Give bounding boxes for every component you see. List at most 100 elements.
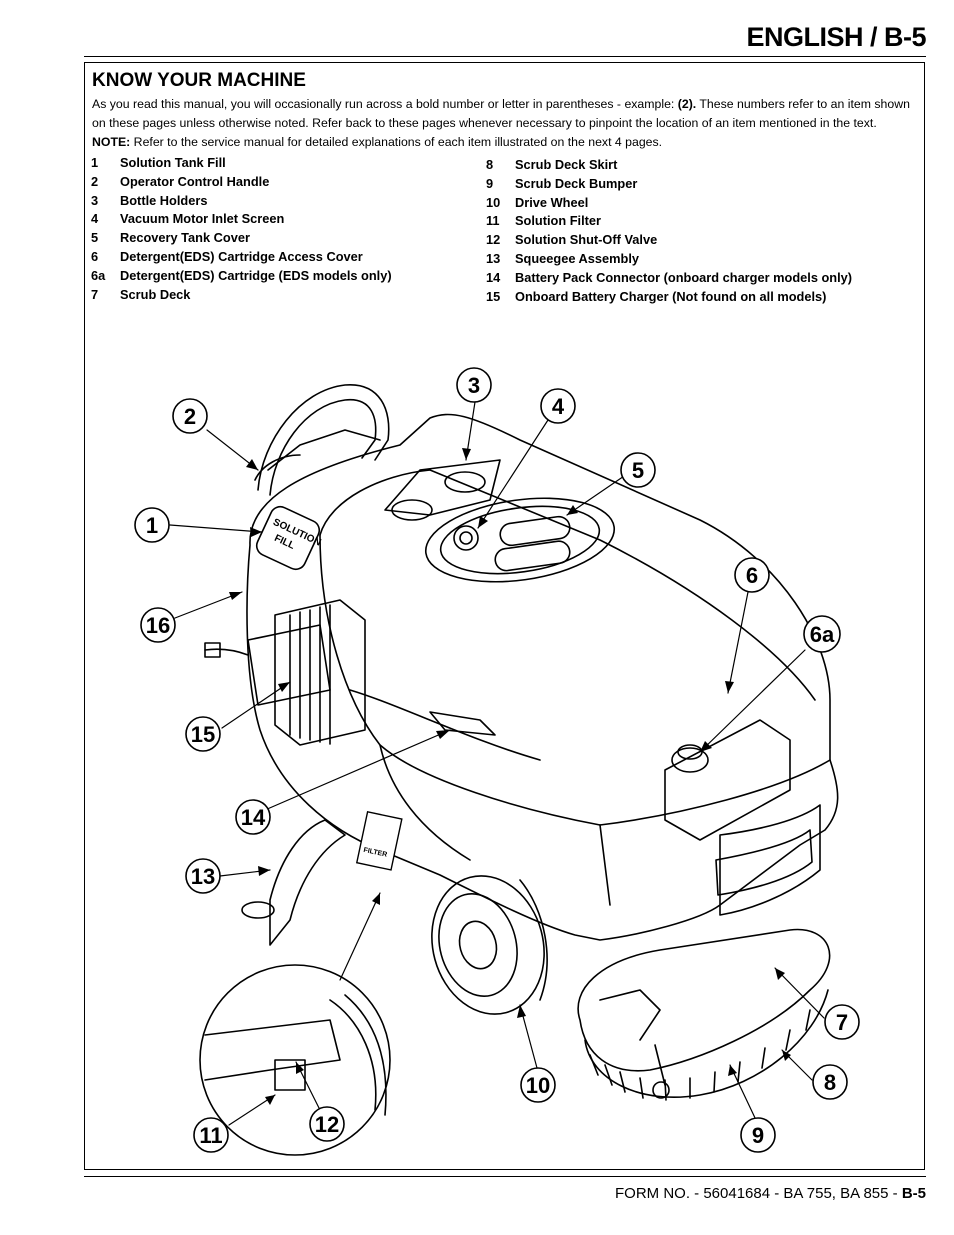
callout-arrowheads (229, 448, 791, 1105)
callout-5: 5 (620, 452, 656, 488)
item-number: 10 (486, 194, 501, 210)
list-item: 5 Recovery Tank Cover (91, 229, 392, 248)
item-label: Detergent(EDS) Cartridge (EDS models onl… (120, 267, 392, 283)
svg-text:4: 4 (552, 394, 565, 419)
item-label: Bottle Holders (120, 192, 208, 208)
intro-paragraph: As you read this manual, you will occasi… (92, 95, 914, 152)
svg-text:6: 6 (746, 563, 758, 588)
solution-fill-decal: SOLUTION FILL (255, 505, 323, 571)
list-item: 9 Scrub Deck Bumper (486, 175, 852, 194)
list-item: 10 Drive Wheel (486, 194, 852, 213)
item-number: 3 (91, 192, 99, 208)
svg-text:10: 10 (526, 1073, 550, 1098)
page-header-title: ENGLISH / B-5 (746, 22, 926, 52)
svg-text:13: 13 (191, 864, 215, 889)
svg-text:11: 11 (199, 1123, 222, 1148)
list-item: 12 Solution Shut-Off Valve (486, 231, 852, 250)
callout-16: 16 (140, 607, 176, 643)
svg-text:7: 7 (836, 1010, 848, 1035)
callout-9: 9 (740, 1117, 776, 1153)
svg-text:15: 15 (191, 722, 215, 747)
svg-text:9: 9 (752, 1123, 764, 1148)
item-number: 13 (486, 250, 501, 266)
list-item: 15 Onboard Battery Charger (Not found on … (486, 288, 852, 307)
section-title: KNOW YOUR MACHINE (92, 70, 306, 91)
filter-label: FILTER (363, 847, 388, 859)
machine-illustration: SOLUTION FILL FILTER 1 2 3 4 5 6 6a 7 8 … (134, 367, 860, 1156)
item-label: Operator Control Handle (120, 173, 270, 189)
intro-text-3: Refer to the service manual for detailed… (130, 135, 663, 149)
callout-15: 15 (185, 716, 221, 752)
callout-7: 7 (824, 1004, 860, 1040)
intro-note-label: NOTE: (92, 135, 131, 149)
item-label: Scrub Deck Bumper (515, 175, 638, 191)
item-label: Recovery Tank Cover (120, 230, 250, 246)
footer-page-number: B-5 (901, 1185, 926, 1202)
item-number: 9 (486, 175, 494, 191)
callout-14: 14 (235, 799, 271, 835)
item-label: Onboard Battery Charger (Not found on al… (515, 288, 827, 304)
item-label: Battery Pack Connector (onboard charger … (515, 269, 853, 285)
detail-inset-drawing (199, 964, 391, 1156)
squeegee-drawing (241, 819, 346, 946)
filter-decal: FILTER (355, 810, 403, 871)
scrub-deck-drawing (577, 928, 831, 1101)
callout-6a: 6a (803, 615, 841, 653)
svg-text:5: 5 (632, 458, 644, 483)
svg-text:14: 14 (241, 805, 266, 830)
item-number: 15 (486, 288, 501, 304)
item-number: 6a (91, 267, 106, 283)
item-number: 8 (486, 157, 494, 172)
callout-13: 13 (185, 858, 221, 894)
detergent-cartridge-drawing (664, 719, 791, 841)
list-item: 6 Detergent(EDS) Cartridge Access Cover (91, 248, 392, 267)
list-item: 11 Solution Filter (486, 212, 852, 231)
item-number: 4 (91, 211, 99, 227)
callout-10: 10 (520, 1067, 556, 1103)
svg-text:1: 1 (146, 513, 158, 538)
item-number: 6 (91, 248, 99, 264)
footer-rule (84, 1176, 926, 1177)
svg-text:6a: 6a (810, 622, 835, 647)
callout-2: 2 (172, 398, 208, 434)
list-item: 8 Scrub Deck Skirt (486, 156, 852, 175)
item-label: Solution Tank Fill (120, 155, 226, 170)
drive-wheel-drawing (431, 875, 548, 1015)
item-label: Scrub Deck Skirt (515, 157, 618, 172)
intro-text-1: As you read this manual, you will occasi… (92, 97, 678, 111)
svg-text:8: 8 (824, 1070, 836, 1095)
item-label: Solution Shut-Off Valve (515, 232, 658, 248)
charger-drawing (204, 599, 541, 761)
callout-leaders (169, 401, 825, 1126)
item-label: Solution Filter (515, 213, 602, 229)
bottle-holders-drawing (384, 459, 501, 521)
item-label: Detergent(EDS) Cartridge Access Cover (120, 248, 363, 264)
item-number: 11 (486, 213, 500, 229)
list-item: 3 Bottle Holders (91, 192, 392, 211)
header-rule (84, 56, 926, 57)
callout-11: 11 (193, 1117, 229, 1153)
machine-body-drawing (246, 413, 839, 941)
list-item: 2 Operator Control Handle (91, 173, 392, 192)
svg-text:3: 3 (468, 373, 480, 398)
callout-1: 1 (134, 507, 170, 543)
item-number: 12 (486, 232, 501, 248)
svg-text:12: 12 (315, 1112, 339, 1137)
callout-12: 12 (309, 1106, 345, 1142)
intro-example: (2). (677, 97, 697, 111)
item-label: Scrub Deck (120, 286, 191, 302)
parts-list-right: 8 Scrub Deck Skirt 9 Scrub Deck Bumper 10 D… (486, 156, 852, 306)
item-number: 5 (91, 230, 99, 246)
page-footer: FORM NO. - 56041684 - BA 755, BA 855 - B… (615, 1185, 926, 1202)
svg-text:16: 16 (146, 613, 170, 638)
item-number: 2 (91, 173, 99, 189)
callout-4: 4 (540, 388, 576, 424)
item-label: Drive Wheel (515, 194, 589, 210)
recovery-tank-cover-drawing (424, 497, 616, 583)
intro-text-2: These numbers refer to an item shown on … (92, 97, 910, 130)
